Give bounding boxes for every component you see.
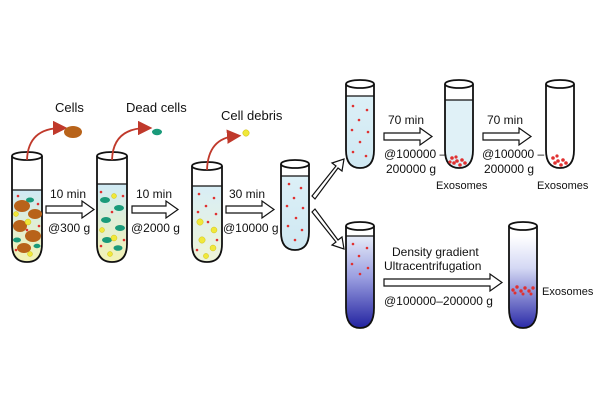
tube-1-vesicles xyxy=(14,194,41,252)
tube-8-rim xyxy=(345,221,375,231)
tube-8-liquid xyxy=(346,236,374,328)
tube-6-rim xyxy=(444,79,474,89)
step-6-arrow xyxy=(383,272,504,293)
tube-9-liquid xyxy=(509,236,537,328)
split-arrow-down xyxy=(311,208,345,250)
tube-4-liquid xyxy=(281,176,309,250)
tube-3 xyxy=(191,161,223,263)
removal-arrow-cells xyxy=(26,120,68,161)
tube-6-pellet xyxy=(448,155,467,167)
removal-arrow-dead-cells xyxy=(111,120,153,161)
step-2-arrow xyxy=(131,199,180,220)
step-2-time: 10 min xyxy=(136,187,172,201)
tube-5 xyxy=(345,79,375,169)
tube-8 xyxy=(345,221,375,329)
tube-4-outline xyxy=(280,164,310,251)
tube-6 xyxy=(444,79,474,169)
tube-7 xyxy=(545,79,575,169)
split-arrows xyxy=(311,158,345,250)
cells-icon xyxy=(64,126,82,138)
tube-1-dead-cells xyxy=(13,197,41,249)
tube-5-vesicles xyxy=(350,104,370,158)
step-1-time: 10 min xyxy=(50,187,86,201)
density-gradient-label: Density gradient xyxy=(392,245,479,259)
tube-2-vesicles xyxy=(99,190,126,248)
step-1-arrow xyxy=(45,199,96,220)
tube-5-rim xyxy=(345,79,375,89)
cell-debris-label: Cell debris xyxy=(221,108,283,123)
step-4-force-line1: @100000 – xyxy=(384,147,447,161)
dead-cells-icon xyxy=(152,128,162,136)
exosomes-label-3: Exosomes xyxy=(542,286,594,298)
tube-7-outline xyxy=(545,84,575,169)
ultracentrifugation-label: Ultracentrifugation xyxy=(384,259,481,273)
tube-5-outline xyxy=(345,84,375,169)
exosomes-label-2: Exosomes xyxy=(537,180,589,192)
tube-6-liquid xyxy=(445,100,473,168)
tube-2-dead-cells xyxy=(100,197,125,251)
tube-7-pellet xyxy=(551,154,568,167)
tube-8-vesicles xyxy=(350,242,370,276)
step-3-arrow xyxy=(225,199,276,220)
tube-3-liquid xyxy=(192,186,222,262)
step-4-force-line2: 200000 g xyxy=(386,162,436,176)
tube-1-outline xyxy=(11,156,43,263)
tube-1 xyxy=(11,151,43,263)
step-5-force-line1: @100000 – xyxy=(482,147,545,161)
tube-9 xyxy=(508,221,538,329)
tube-2-debris xyxy=(99,193,118,257)
tube-7-rim xyxy=(545,79,575,89)
tube-4-vesicles xyxy=(285,182,305,242)
tube-8-outline xyxy=(345,226,375,329)
cell-debris-icon xyxy=(242,129,250,137)
tube-1-debris xyxy=(13,211,33,257)
step-4-time: 70 min xyxy=(388,113,424,127)
tube-3-outline xyxy=(191,166,223,263)
tube-4-rim xyxy=(280,159,310,169)
step-1-force: @300 g xyxy=(48,221,90,235)
step-5-force-line2: 200000 g xyxy=(484,162,534,176)
removal-arrow-debris xyxy=(206,129,242,171)
step-3-time: 30 min xyxy=(229,187,265,201)
step-5-arrow xyxy=(482,126,533,147)
dead-cells-label: Dead cells xyxy=(126,100,187,115)
tube-2-outline xyxy=(96,156,128,263)
step-6-force: @100000–200000 g xyxy=(384,294,493,308)
tube-5-liquid xyxy=(346,96,374,168)
exosomes-label-1: Exosomes xyxy=(436,180,488,192)
tube-1-cells xyxy=(13,200,42,253)
split-arrow-up xyxy=(311,158,345,200)
cells-label: Cells xyxy=(55,100,84,115)
tube-2 xyxy=(96,151,128,263)
tube-9-outline xyxy=(508,226,538,329)
tube-4 xyxy=(280,159,310,251)
step-5-time: 70 min xyxy=(487,113,523,127)
tube-9-exosome-band xyxy=(511,285,535,296)
step-2-force: @2000 g xyxy=(131,221,180,235)
step-4-arrow xyxy=(383,126,434,147)
step-arrows xyxy=(45,126,533,293)
tube-3-debris xyxy=(196,218,218,259)
tube-9-rim xyxy=(508,221,538,231)
tube-6-outline xyxy=(444,84,474,169)
tube-3-vesicles xyxy=(195,192,219,252)
step-3-force: @10000 g xyxy=(223,221,279,235)
